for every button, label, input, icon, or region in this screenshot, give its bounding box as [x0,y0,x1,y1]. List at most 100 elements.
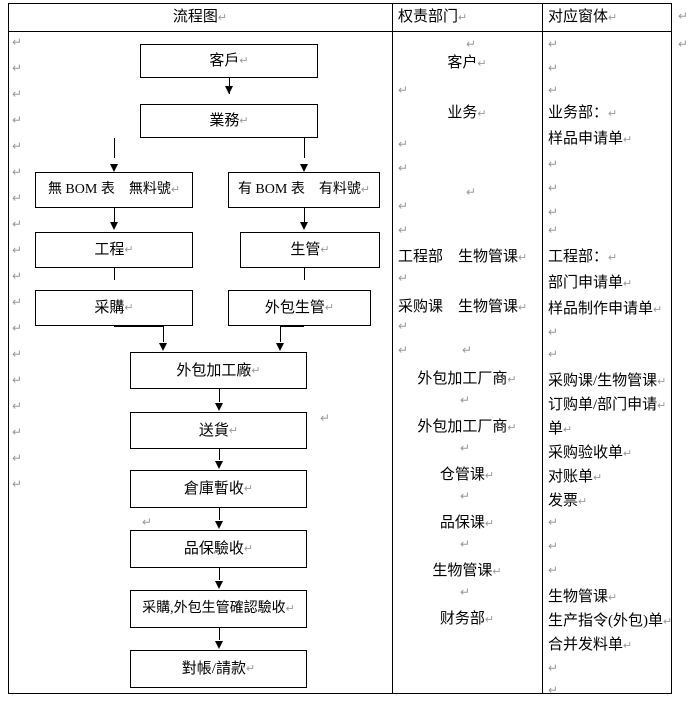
pilcrow-icon: ↵ [243,483,254,495]
flowchart-node-n11[interactable]: 倉庫暫收↵ [130,470,307,508]
arrow-head-icon [109,222,118,230]
form-text-line: 订购单/部门申请↵ [548,396,666,415]
flowchart-node-label: 有 BOM 表 有料號 [237,182,361,197]
connector-line [219,628,220,640]
pilcrow-icon: ↵ [243,543,254,555]
connector-line [280,326,281,342]
flowchart-node-n10[interactable]: 送貨↵ [130,412,307,449]
form-text-line: 工程部：↵ [548,248,617,267]
dept-text-line: 仓管课↵ [392,466,542,485]
pilcrow-icon: ↵ [398,223,409,237]
pilcrow-icon: ↵ [657,400,667,412]
pilcrow-icon: ↵ [458,12,468,24]
arrow-head-icon [214,461,223,469]
pilcrow-icon: ↵ [398,83,409,97]
pilcrow-icon: ↵ [12,295,23,309]
flowchart-node-n12[interactable]: 品保驗收↵ [130,530,307,568]
arrow-head-icon [299,164,308,172]
flowchart-node-n7[interactable]: 采購↵ [35,290,193,326]
pilcrow-icon: ↵ [548,83,559,97]
pilcrow-icon: ↵ [320,411,331,425]
connector-line [219,568,220,580]
form-text-line: 生产指令(外包)单↵ [548,612,672,631]
flowchart-node-n4[interactable]: 有 BOM 表 有料號↵ [228,172,380,208]
flowchart-node-n8[interactable]: 外包生管↵ [228,290,371,326]
pilcrow-icon: ↵ [12,61,23,75]
pilcrow-icon: ↵ [548,205,559,219]
pilcrow-icon: ↵ [663,616,673,628]
dept-text-label: 仓管课 [439,467,485,483]
form-text-label: 样品制作申请单 [548,301,654,317]
column-header-dept: 权责部门↵ [398,7,467,28]
column-header-flow-label: 流程图 [172,9,218,25]
pilcrow-icon: ↵ [548,181,559,195]
pilcrow-icon: ↵ [548,539,559,553]
flowchart-node-label: 品保驗收 [183,541,244,557]
dept-text-line: 外包加工厂商↵ [392,418,542,437]
flowchart-node-label: 工程 [94,242,125,258]
flowchart-node-label: 采購,外包生管確認驗收 [142,601,286,616]
pilcrow-icon: ↵ [12,269,23,283]
flowchart-node-n5[interactable]: 工程↵ [35,232,193,268]
flowchart-node-label: 無 BOM 表 無料號 [47,182,171,197]
form-text-label: 对账单 [548,469,594,485]
connector-line [219,508,220,520]
pilcrow-icon: ↵ [678,9,689,23]
connector-line [114,208,115,222]
form-text-line: 样品申请单↵ [548,130,632,149]
pilcrow-icon: ↵ [460,537,471,551]
pilcrow-icon: ↵ [548,515,559,529]
form-text-label: 采购课/生物管课 [548,373,658,389]
connector-line [304,268,305,280]
dept-text-label: 外包加工厂商 [417,371,508,387]
pilcrow-icon: ↵ [462,343,473,357]
table-column-divider-1 [392,3,393,694]
dept-text-line: 采购课 生物管课↵ [398,298,527,317]
dept-text-label: 工程部 生物管课 [398,249,519,265]
pilcrow-icon: ↵ [12,373,23,387]
form-text-line: 发票↵ [548,492,587,511]
pilcrow-icon: ↵ [12,347,23,361]
pilcrow-icon: ↵ [608,252,618,264]
pilcrow-icon: ↵ [548,347,559,361]
pilcrow-icon: ↵ [492,566,502,578]
connector-elbow [114,326,163,327]
table-outer-border [8,3,672,694]
pilcrow-icon: ↵ [678,37,689,51]
flowchart-node-n13[interactable]: 采購,外包生管確認驗收↵ [130,590,307,628]
pilcrow-icon: ↵ [548,37,559,51]
pilcrow-icon: ↵ [12,191,23,205]
flowchart-node-n3[interactable]: 無 BOM 表 無料號↵ [35,172,193,208]
form-text-label: 业务部： [548,105,609,121]
pilcrow-icon: ↵ [12,477,23,491]
flowchart-node-n2[interactable]: 業務↵ [140,104,318,138]
dept-text-label: 业务 [447,105,478,121]
flowchart-node-n6[interactable]: 生管↵ [240,232,380,268]
dept-text-line: 财务部↵ [392,610,542,629]
pilcrow-icon: ↵ [12,217,23,231]
pilcrow-icon: ↵ [12,399,23,413]
pilcrow-icon: ↵ [398,161,409,175]
flowchart-node-n1[interactable]: 客戶↵ [140,44,318,78]
pilcrow-icon: ↵ [398,343,409,357]
pilcrow-icon: ↵ [12,139,23,153]
flowchart-node-label: 對帳/請款 [181,661,246,677]
pilcrow-icon: ↵ [518,252,528,264]
pilcrow-icon: ↵ [239,115,249,127]
flowchart-node-label: 業務 [209,113,240,129]
pilcrow-icon: ↵ [484,470,495,482]
pilcrow-icon: ↵ [170,184,181,196]
form-text-line: 采购课/生物管课↵ [548,372,666,391]
pilcrow-icon: ↵ [460,393,471,407]
flowchart-node-n9[interactable]: 外包加工廠↵ [130,352,307,389]
flowchart-node-n14[interactable]: 對帳/請款↵ [130,650,307,688]
pilcrow-icon: ↵ [623,134,633,146]
flowchart-node-label: 外包生管 [264,300,325,316]
connector-line [219,449,220,460]
form-text-label: 合并发料单 [548,637,624,653]
pilcrow-icon: ↵ [324,302,335,314]
pilcrow-icon: ↵ [548,61,559,75]
form-text-label: 订购单/部门申请 [548,397,658,413]
form-text-label: 单 [548,421,564,437]
pilcrow-icon: ↵ [398,319,409,333]
